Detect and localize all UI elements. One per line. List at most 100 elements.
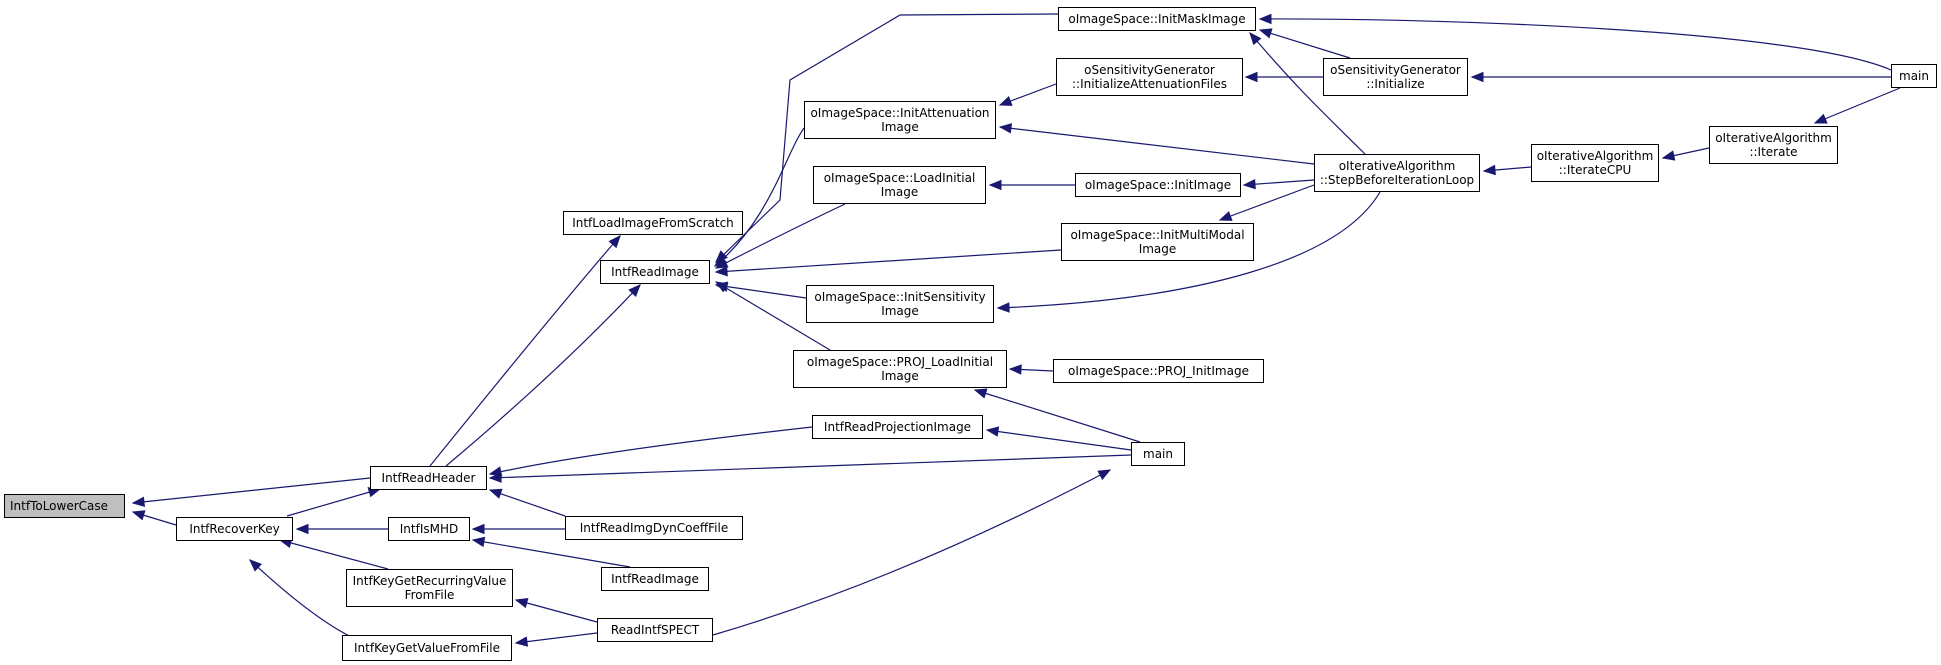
edge-main2-to-readproj <box>986 429 1132 451</box>
arrowhead <box>714 258 729 269</box>
edge-keyrecurring-to-recoverkey <box>279 539 389 570</box>
edge-readspect-to-keyvalue <box>515 632 598 644</box>
edge-main1-to-iterate <box>1814 87 1901 124</box>
edge-readspect-to-main2 <box>712 469 1111 636</box>
edge-main1-to-initmask <box>1259 18 1892 71</box>
node-ismhd[interactable]: IntfIsMHD <box>388 517 470 541</box>
node-label: main <box>1899 69 1929 83</box>
edge-readproj-to-readheader <box>489 426 813 475</box>
node-readproj[interactable]: IntfReadProjectionImage <box>812 415 983 439</box>
node-keyrecurring[interactable]: IntfKeyGetRecurringValue FromFile <box>346 569 513 607</box>
arrowhead <box>131 496 145 508</box>
node-label: ReadIntfSPECT <box>610 623 700 637</box>
node-label: IntfLoadImageFromScratch <box>572 216 734 230</box>
node-iterate[interactable]: oIterativeAlgorithm ::Iterate <box>1709 126 1838 164</box>
arrowhead <box>1258 28 1273 39</box>
node-stepbefore[interactable]: oIterativeAlgorithm ::StepBeforeIteratio… <box>1314 154 1480 192</box>
node-label: oImageSpace::InitAttenuation Image <box>810 106 990 134</box>
node-readimage[interactable]: IntfReadImage <box>600 260 710 284</box>
edge-initmask-to-readimage <box>715 13 1059 263</box>
node-sensinit[interactable]: oSensitivityGenerator ::Initialize <box>1323 58 1468 96</box>
node-label: oImageSpace::PROJ_InitImage <box>1068 364 1249 378</box>
node-initmask[interactable]: oImageSpace::InitMaskImage <box>1058 7 1256 31</box>
node-projinit[interactable]: oImageSpace::PROJ_InitImage <box>1053 359 1264 383</box>
node-label: oImageSpace::InitMaskImage <box>1068 12 1246 26</box>
edge-readimage2-to-ismhd <box>472 539 631 568</box>
edge-readheader-to-tolower <box>132 477 371 504</box>
node-initmulti[interactable]: oImageSpace::InitMultiModal Image <box>1061 223 1254 261</box>
arrowhead <box>249 559 262 572</box>
edge-sensinit-to-initmask <box>1259 29 1351 59</box>
node-initattn[interactable]: oImageSpace::InitAttenuation Image <box>804 101 996 139</box>
node-label: IntfToLowerCase <box>10 499 109 513</box>
arrowhead <box>988 179 1002 191</box>
arrowhead <box>1097 469 1112 480</box>
node-tolower[interactable]: IntfToLowerCase <box>4 494 125 518</box>
arrowhead <box>1008 364 1022 375</box>
node-label: main <box>1143 447 1173 461</box>
arrowhead <box>471 536 486 548</box>
node-readspect[interactable]: ReadIntfSPECT <box>597 618 713 642</box>
arrowhead <box>1482 164 1496 176</box>
arrowhead <box>488 488 503 499</box>
edge-loadinitial-to-readimage <box>715 203 846 269</box>
arrowhead <box>628 284 641 297</box>
node-label: oIterativeAlgorithm ::Iterate <box>1715 131 1832 159</box>
node-initimage[interactable]: oImageSpace::InitImage <box>1075 173 1241 197</box>
edge-readspect-to-keyrecurring <box>515 599 598 623</box>
edge-main2-to-projload <box>974 389 1141 443</box>
node-readimage2[interactable]: IntfReadImage <box>601 567 709 591</box>
node-readheader[interactable]: IntfReadHeader <box>370 466 487 490</box>
node-label: IntfReadImgDynCoeffFile <box>579 521 729 535</box>
node-label: IntfKeyGetRecurringValue FromFile <box>352 574 507 602</box>
edge-initsens-to-readimage <box>715 284 807 299</box>
arrowhead <box>1661 150 1676 161</box>
node-label: oImageSpace::InitImage <box>1084 178 1232 192</box>
arrowhead <box>131 510 146 521</box>
node-recoverkey[interactable]: IntfRecoverKey <box>176 517 293 541</box>
edge-initattn-to-readimage <box>714 127 805 267</box>
node-label: IntfReadHeader <box>381 471 476 485</box>
node-main1[interactable]: main <box>1891 64 1937 88</box>
arrowhead <box>1242 178 1256 190</box>
edge-projload-to-readimage <box>715 281 831 351</box>
node-label: IntfKeyGetValueFromFile <box>354 641 500 655</box>
node-label: oImageSpace::PROJ_LoadInitial Image <box>806 355 994 383</box>
node-label: oSensitivityGenerator ::Initialize <box>1330 63 1461 91</box>
arrowhead <box>715 250 728 263</box>
node-main2[interactable]: main <box>1131 442 1185 466</box>
arrowhead <box>998 123 1013 134</box>
edge-stepbefore-to-initimage <box>1243 179 1315 186</box>
arrowhead <box>295 523 309 535</box>
arrowhead <box>514 597 529 609</box>
node-loadinitial[interactable]: oImageSpace::LoadInitial Image <box>813 166 986 204</box>
arrowhead <box>488 472 502 483</box>
node-iteratecpu[interactable]: oIterativeAlgorithm ::IterateCPU <box>1531 144 1659 182</box>
edge-readheader-to-readimage <box>445 284 641 467</box>
node-label: oImageSpace::InitMultiModal Image <box>1070 228 1245 256</box>
node-loadscratch[interactable]: IntfLoadImageFromScratch <box>563 211 743 235</box>
node-label: oIterativeAlgorithm ::StepBeforeIteratio… <box>1319 159 1475 187</box>
node-projload[interactable]: oImageSpace::PROJ_LoadInitial Image <box>793 350 1007 388</box>
node-keyvalue[interactable]: IntfKeyGetValueFromFile <box>342 635 512 661</box>
node-readdyn[interactable]: IntfReadImgDynCoeffFile <box>565 516 743 540</box>
arrowhead <box>1813 113 1828 124</box>
arrowhead <box>1249 31 1262 46</box>
arrowhead <box>1258 13 1272 25</box>
edge-stepbefore-to-initattn <box>999 126 1315 165</box>
edge-stepbefore-to-initmulti <box>1219 184 1315 221</box>
node-sensattn[interactable]: oSensitivityGenerator ::InitializeAttenu… <box>1056 58 1243 96</box>
arrowhead <box>714 281 729 293</box>
arrowhead <box>996 302 1010 313</box>
edge-initmulti-to-readimage <box>715 249 1062 273</box>
node-label: IntfReadProjectionImage <box>823 420 972 434</box>
node-label: oImageSpace::LoadInitial Image <box>823 171 976 199</box>
node-label: IntfRecoverKey <box>189 522 280 536</box>
edge-recoverkey-to-readheader <box>286 488 381 517</box>
node-label: IntfReadImage <box>611 572 699 586</box>
arrowhead <box>998 96 1013 106</box>
arrowhead <box>985 426 1000 437</box>
node-label: oIterativeAlgorithm ::IterateCPU <box>1536 149 1654 177</box>
node-initsens[interactable]: oImageSpace::InitSensitivity Image <box>806 285 994 323</box>
